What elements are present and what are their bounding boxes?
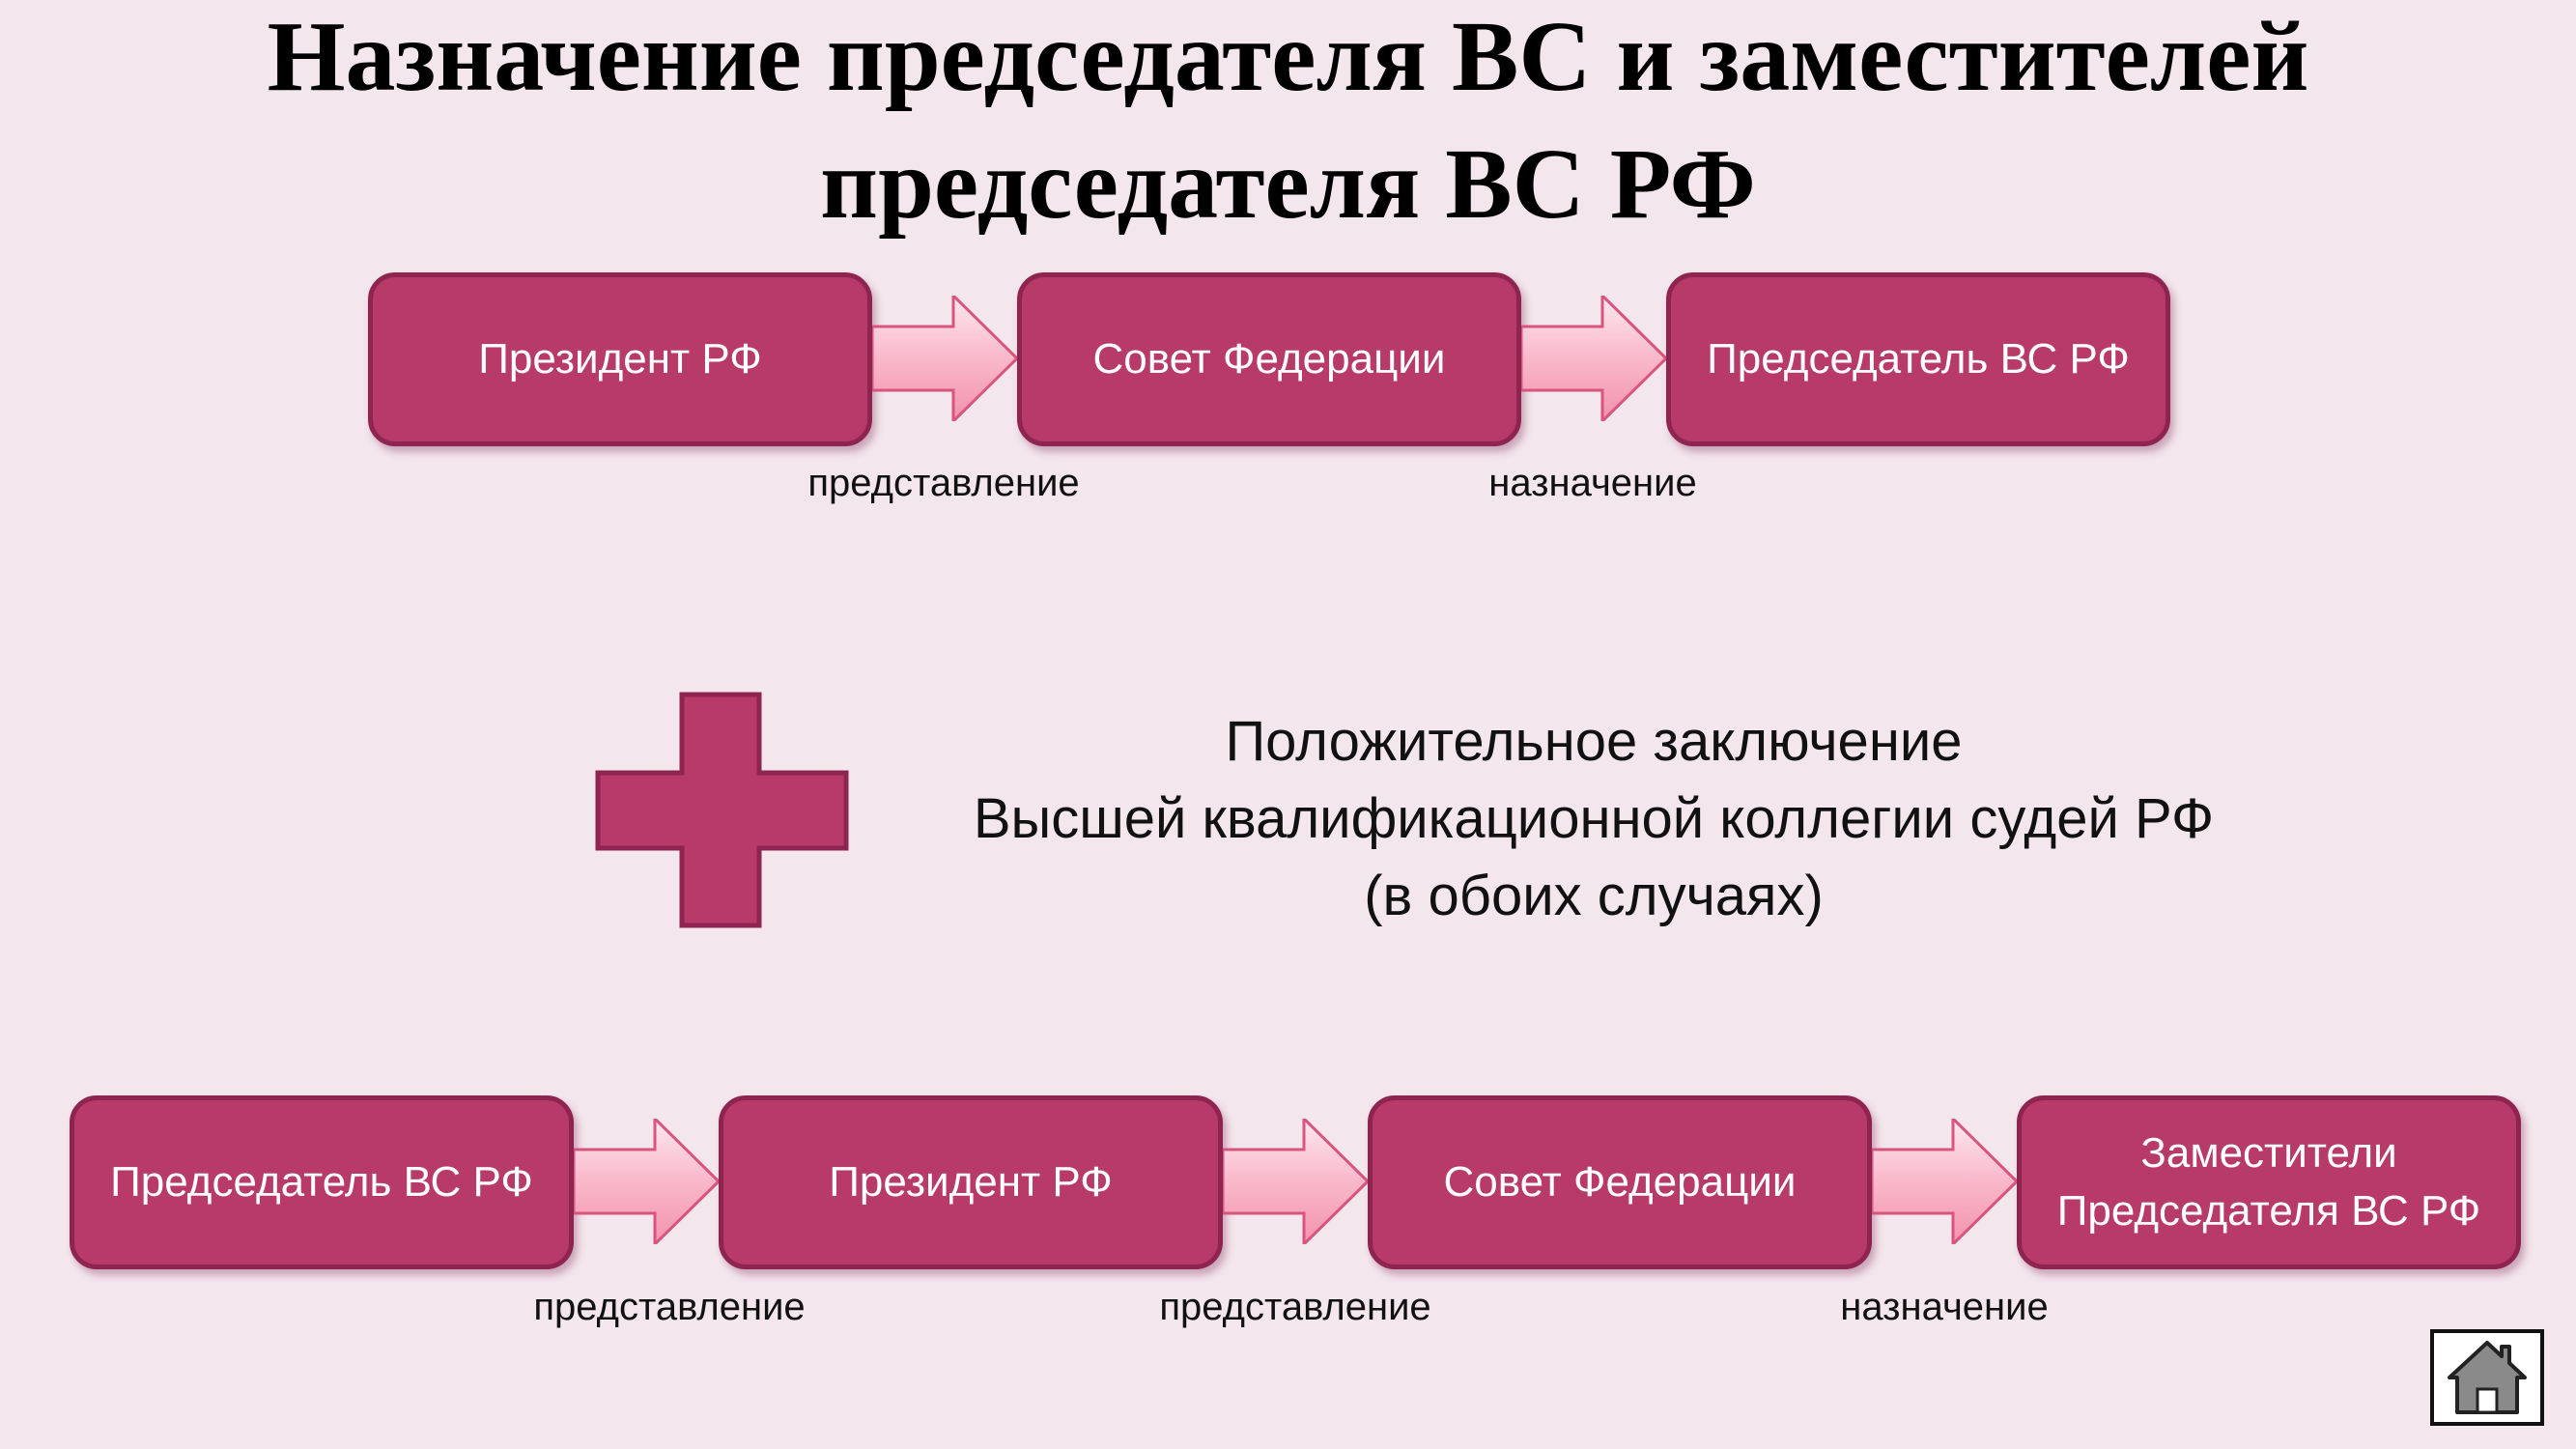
title-line-2: председателя ВС РФ (820, 128, 1756, 240)
box-label: Президент РФ (829, 1158, 1113, 1206)
box-label: Председатель ВС РФ (110, 1158, 533, 1206)
box-president-top: Президент РФ (368, 272, 872, 446)
plus-icon (595, 692, 849, 928)
box-label-line-2: Председателя ВС РФ (2056, 1187, 2481, 1235)
arrow-right-icon (1223, 1119, 1368, 1244)
arrow-label-appointment: назначение (1840, 1286, 2049, 1328)
box-federation-council-bottom: Совет Федерации (1368, 1095, 1872, 1269)
arrow-right-icon (1521, 296, 1666, 421)
box-label: Президент РФ (478, 335, 762, 383)
box-president-bottom: Президент РФ (719, 1095, 1223, 1269)
condition-line-3: (в обоих случаях) (1364, 865, 1824, 927)
box-chairman-top: Председатель ВС РФ (1666, 272, 2170, 446)
page-title: Назначение председателя ВС и заместителе… (0, 0, 2576, 242)
arrow-right-icon (1872, 1119, 2017, 1244)
box-deputy-chairmen: Заместители Председателя ВС РФ (2017, 1095, 2521, 1269)
box-label: Совет Федерации (1443, 1158, 1797, 1206)
arrow-label-submission: представление (533, 1286, 806, 1328)
box-label: Совет Федерации (1092, 335, 1446, 383)
box-label-multiline: Заместители Председателя ВС РФ (2057, 1124, 2481, 1240)
box-chairman-bottom: Председатель ВС РФ (70, 1095, 574, 1269)
box-label: Председатель ВС РФ (1707, 335, 2130, 383)
arrow-label-submission: представление (1159, 1286, 1431, 1328)
box-federation-council-top: Совет Федерации (1017, 272, 1521, 446)
condition-text: Положительное заключение Высшей квалифик… (927, 703, 2260, 935)
arrow-label-appointment: назначение (1488, 462, 1697, 504)
home-icon (2448, 1341, 2527, 1414)
title-line-1: Назначение председателя ВС и заместителе… (267, 1, 2309, 112)
box-label-line-1: Заместители (2140, 1129, 2397, 1177)
home-button[interactable] (2430, 1329, 2544, 1426)
condition-line-2: Высшей квалификационной коллегии судей Р… (973, 787, 2215, 850)
arrow-right-icon (574, 1119, 719, 1244)
arrow-label-submission: представление (807, 462, 1080, 504)
arrow-right-icon (872, 296, 1017, 421)
condition-line-1: Положительное заключение (1225, 710, 1963, 773)
